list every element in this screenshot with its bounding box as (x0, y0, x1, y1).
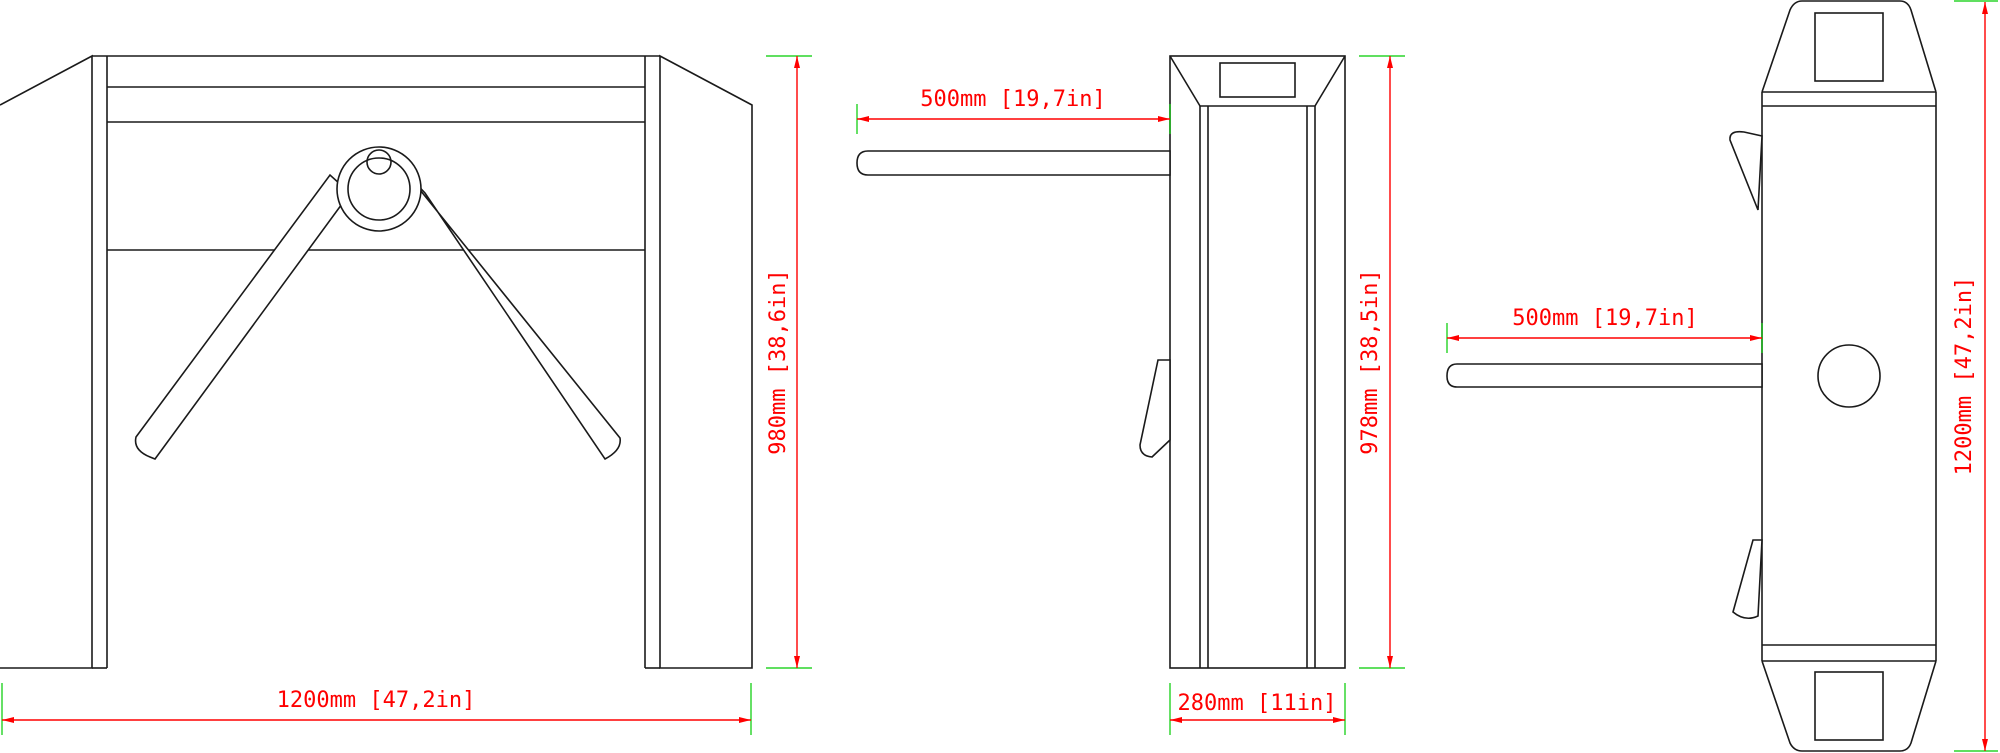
front-width-label: 1200mm [47,2in] (277, 688, 476, 713)
top-lower-arm (1732, 539, 1763, 620)
top-length-arrow-bottom (1982, 739, 1988, 751)
side-view (856, 55, 1346, 669)
side-display-window (1219, 62, 1296, 98)
top-arm-arrow-left (1447, 335, 1459, 341)
side-depth-arrow-left (1170, 717, 1182, 723)
top-lower-reader (1814, 671, 1884, 741)
side-arm-arrow-right (1158, 116, 1170, 122)
top-length-dimension: 1200mm [47,2in] (1952, 0, 1998, 752)
top-arm-arrow-right (1750, 335, 1762, 341)
front-right-panel (659, 54, 753, 669)
top-length-arrow-top (1982, 2, 1988, 14)
side-depth-dimension: 280mm [11in] (1169, 683, 1346, 735)
side-lower-arm (1139, 359, 1171, 458)
side-arm-arrow-left (857, 116, 869, 122)
side-height-dimension: 978mm [38,5in] (1358, 55, 1405, 669)
side-horizontal-arm (856, 150, 1171, 176)
top-arm-label: 500mm [19,7in] (1512, 306, 1697, 331)
front-right-arm (407, 174, 622, 461)
side-depth-label: 280mm [11in] (1178, 691, 1337, 716)
front-hub-bolt (366, 149, 392, 175)
side-height-arrow-bottom (1387, 656, 1393, 668)
side-housing (1169, 55, 1346, 669)
front-width-arrow-right (739, 717, 751, 723)
top-length-label: 1200mm [47,2in] (1952, 277, 1977, 476)
top-horizontal-arm (1446, 363, 1763, 388)
front-hub-inner (347, 157, 411, 221)
front-height-arrow-top (794, 56, 800, 68)
side-top-bevel (1169, 55, 1346, 107)
side-height-arrow-top (1387, 56, 1393, 68)
front-height-arrow-bottom (794, 656, 800, 668)
top-upper-cap (1761, 0, 1937, 93)
top-view (1446, 0, 1937, 752)
side-height-label: 978mm [38,5in] (1358, 269, 1383, 454)
side-depth-arrow-right (1333, 717, 1345, 723)
front-left-panel (0, 54, 93, 669)
top-hub (1817, 344, 1881, 408)
top-upper-arm (1729, 130, 1763, 211)
front-hub-outer (336, 146, 422, 232)
front-height-dimension: 980mm [38,6in] (766, 55, 812, 669)
side-arm-label: 500mm [19,7in] (920, 87, 1105, 112)
top-upper-reader (1814, 12, 1884, 82)
side-arm-dimension: 500mm [19,7in] (856, 87, 1171, 134)
front-view (0, 54, 753, 669)
front-width-arrow-left (2, 717, 14, 723)
front-height-label: 980mm [38,6in] (766, 269, 791, 454)
front-left-arm (134, 173, 352, 460)
top-lower-cap (1761, 660, 1937, 752)
top-arm-dimension: 500mm [19,7in] (1446, 306, 1763, 353)
front-width-dimension: 1200mm [47,2in] (1, 683, 752, 735)
